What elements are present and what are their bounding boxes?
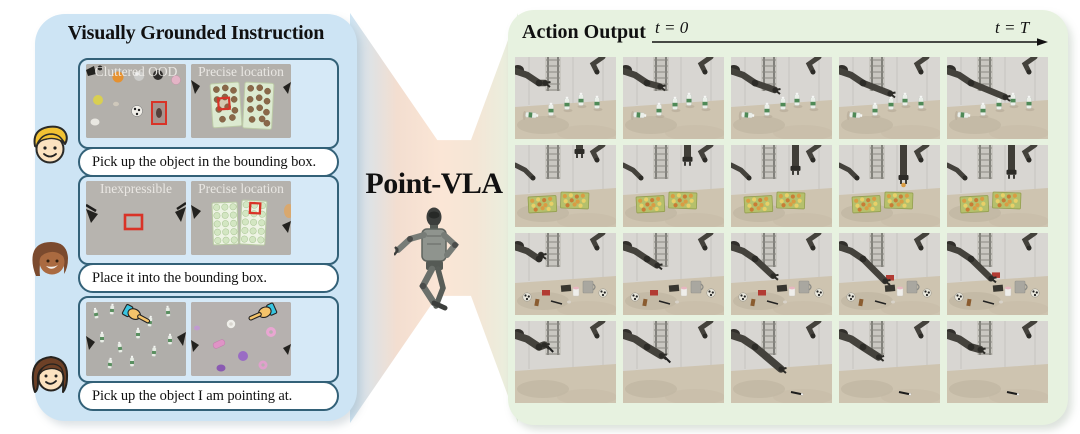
instruction-card-1: Cluttered OOD Precise location Pick up t… — [78, 58, 339, 177]
action-frame-r4c4 — [839, 321, 940, 403]
action-frame-r1c1 — [515, 57, 616, 139]
instruction-text: Place it into the bounding box. — [92, 269, 267, 286]
action-output-panel: Action Output t = 0 t = T — [508, 10, 1068, 425]
woman-darkskin-avatar — [32, 242, 68, 276]
example-images-box — [78, 296, 339, 383]
instruction-panel-title: Visually Grounded Instruction — [67, 22, 325, 44]
example-photo: Precise location — [191, 181, 291, 255]
photo-scene — [191, 181, 291, 255]
instruction-bubble: Place it into the bounding box. — [78, 263, 339, 293]
example-photo: Inexpressible — [86, 181, 186, 255]
example-photo: Precise location — [191, 64, 291, 138]
boy-blond-avatar — [33, 125, 68, 164]
action-frame-r1c5 — [947, 57, 1048, 139]
instruction-bubble: Pick up the object I am pointing at. — [78, 381, 339, 411]
example-images-box: Cluttered OOD Precise location — [78, 58, 339, 149]
model-name: Point-VLA — [365, 167, 503, 200]
action-frame-r3c3 — [731, 233, 832, 315]
action-frame-r2c1 — [515, 145, 616, 227]
instruction-text: Pick up the object in the bounding box. — [92, 153, 317, 170]
action-frame-r4c5 — [947, 321, 1048, 403]
humanoid-robot-icon — [394, 207, 460, 311]
photo-scene — [86, 302, 186, 376]
action-frame-r2c4 — [839, 145, 940, 227]
timeline-end-label: t = T — [995, 18, 1030, 37]
instruction-card-2: Inexpressible Precise location Place it … — [78, 175, 339, 293]
photo-scene — [191, 64, 291, 138]
action-output-title: Action Output — [522, 21, 646, 43]
action-frame-r2c5 — [947, 145, 1048, 227]
example-photo: Cluttered OOD — [86, 64, 186, 138]
instruction-text: Pick up the object I am pointing at. — [92, 387, 293, 404]
example-images-box: Inexpressible Precise location — [78, 175, 339, 265]
action-frame-r1c2 — [623, 57, 724, 139]
action-frame-r4c2 — [623, 321, 724, 403]
action-frame-r4c3 — [731, 321, 832, 403]
action-frame-grid — [515, 57, 1048, 403]
timeline-arrow-icon — [652, 38, 1048, 46]
photo-scene — [86, 181, 186, 255]
action-frame-r3c5 — [947, 233, 1048, 315]
pointing-hand-icon — [121, 304, 151, 324]
pointing-hand-icon — [248, 302, 278, 321]
example-photo — [191, 302, 291, 376]
woman-brownhair-avatar — [31, 356, 69, 393]
action-frame-r3c1 — [515, 233, 616, 315]
instruction-panel: Visually Grounded Instruction Cluttered … — [31, 14, 357, 421]
instruction-card-3: Pick up the object I am pointing at. — [78, 296, 339, 411]
example-photo — [86, 302, 186, 376]
action-frame-r1c3 — [731, 57, 832, 139]
timeline-start-label: t = 0 — [655, 18, 689, 37]
photo-scene — [86, 64, 186, 138]
instruction-bubble: Pick up the object in the bounding box. — [78, 147, 339, 177]
action-frame-r2c3 — [731, 145, 832, 227]
action-frame-r3c4 — [839, 233, 940, 315]
action-frame-r4c1 — [515, 321, 616, 403]
action-frame-r3c2 — [623, 233, 724, 315]
action-frame-r1c4 — [839, 57, 940, 139]
photo-scene — [191, 302, 291, 376]
action-frame-r2c2 — [623, 145, 724, 227]
